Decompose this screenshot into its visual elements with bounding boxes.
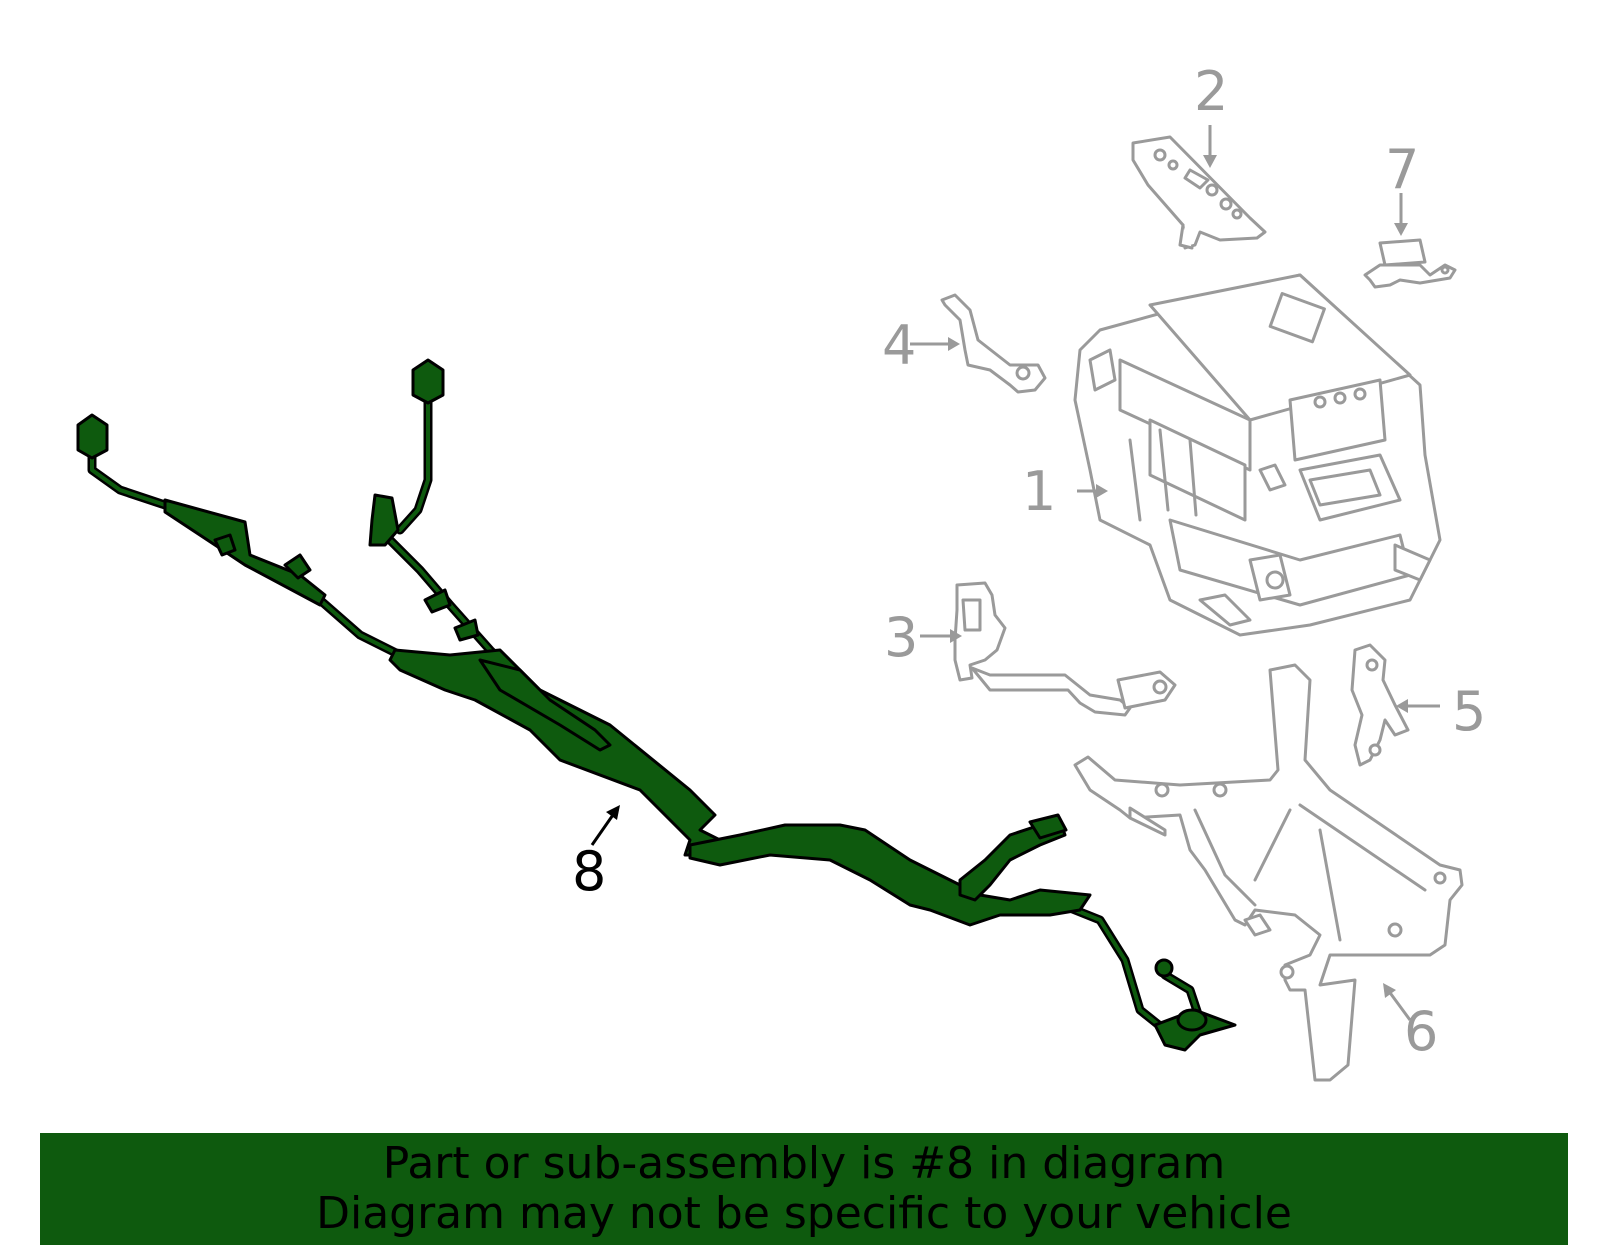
part-6-mount-frame [1073,663,1464,1082]
callout-6: 6 [1404,1000,1438,1063]
part-5-bracket [1350,643,1410,767]
leader-8-arrow [606,805,620,820]
part-8-wire-harness [76,358,1237,1052]
harness-connector-right [1028,813,1068,840]
leader-6-arrow [1383,983,1396,998]
banner-line-1: Part or sub-assembly is #8 in diagram [382,1138,1226,1189]
leader-3-arrow [950,629,962,643]
harness-clip-1 [213,533,237,557]
harness-clip-2 [283,553,312,580]
part-2-bracket [1131,135,1267,250]
harness-terminal-eyelet [1154,958,1174,978]
harness-lead-top [395,388,433,535]
leader-4-arrow [948,337,960,351]
harness-clip-4 [423,588,452,614]
leader-8 [590,811,617,846]
harness-trunk-main [388,648,732,857]
callout-5: 5 [1452,680,1486,743]
part-3-sensor [953,581,1177,717]
harness-connector-bundle [958,818,1067,902]
harness-trunk-detail [478,658,612,752]
callout-2: 2 [1194,60,1228,123]
leader-6 [1386,989,1412,1021]
harness-clip-5 [453,618,480,642]
harness-clip-3 [368,493,400,547]
part-1-inverter-assembly [1073,273,1442,637]
harness-grommet [1176,1008,1208,1032]
leader-5-arrow [1396,699,1408,713]
leader-7-arrow [1394,223,1408,236]
leader-1-arrow [1096,484,1108,498]
connector-top [411,358,445,405]
banner-line-2: Diagram may not be specific to your vehi… [316,1188,1292,1239]
leader-2-arrow [1203,155,1217,168]
callout-7: 7 [1385,138,1419,201]
harness-trunk-left [163,498,327,607]
harness-lead-left [87,440,170,510]
info-banner: Part or sub-assembly is #8 in diagram Di… [40,1133,1568,1245]
connector-left [76,413,109,460]
part-4-bracket [940,293,1047,394]
harness-trunk-right [688,823,1092,927]
callout-8: 8 [572,840,606,903]
harness-lead-right [1045,895,1170,1035]
callout-1: 1 [1022,460,1056,523]
callout-3: 3 [884,606,918,669]
part-7-small-bracket [1363,238,1457,289]
callout-4: 4 [882,314,916,377]
